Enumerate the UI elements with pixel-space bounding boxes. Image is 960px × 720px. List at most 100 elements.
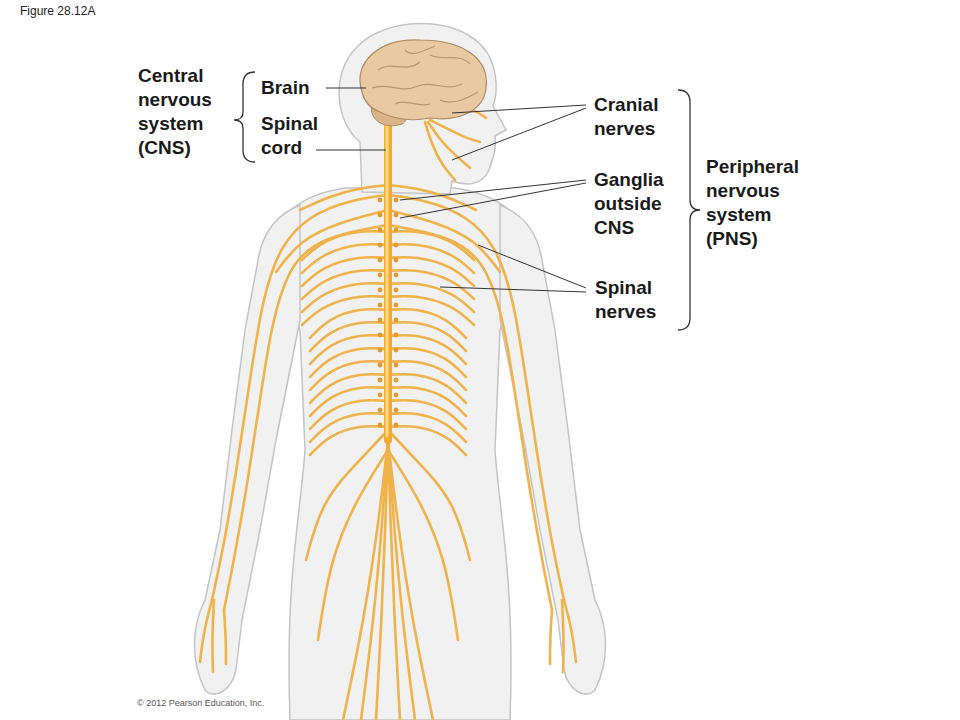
- brain-illustration: [360, 40, 486, 126]
- ganglion: [394, 213, 399, 218]
- spinal-cord: [384, 118, 392, 440]
- part-label: Cranial nerves: [594, 93, 684, 141]
- spinal-nerves-leader: [440, 287, 586, 292]
- ganglion: [394, 363, 399, 368]
- part-label-holder: Brain: [261, 76, 323, 100]
- nerve-fiber: [318, 450, 388, 640]
- nerve-fiber: [388, 426, 466, 455]
- ganglion: [378, 348, 383, 353]
- ganglion: [378, 198, 383, 203]
- nerve-fiber: [562, 600, 564, 672]
- head-outline: [339, 23, 506, 194]
- nerve-fiber: [302, 257, 388, 286]
- ganglion: [378, 423, 383, 428]
- ganglion: [378, 333, 383, 338]
- ganglion: [394, 273, 399, 278]
- ganglion: [378, 243, 383, 248]
- ganglion: [394, 228, 399, 233]
- ganglion: [394, 348, 399, 353]
- nerve-fiber: [343, 440, 388, 720]
- nerve-fiber: [388, 270, 474, 299]
- part-label-holder: Spinal nerves: [595, 276, 675, 324]
- system-label-holder: Central nervous system (CNS): [138, 64, 233, 160]
- nerve-fiber: [276, 210, 388, 272]
- ganglion: [394, 303, 399, 308]
- copyright-note: © 2012 Pearson Education, Inc.: [137, 697, 387, 709]
- ganglion: [378, 288, 383, 293]
- part-label: Ganglia outside CNS: [594, 168, 686, 240]
- right-arm-outline: [500, 205, 606, 694]
- nerve-fiber: [302, 244, 388, 273]
- nerve-fiber: [310, 426, 388, 455]
- nerve-fiber: [212, 600, 214, 672]
- ganglion: [378, 258, 383, 263]
- ganglion: [394, 318, 399, 323]
- system-label: Central nervous system (CNS): [138, 64, 233, 160]
- figure-number-holder: Figure 28.12A: [20, 4, 220, 19]
- nerve-fiber: [430, 120, 480, 142]
- ganglion: [394, 378, 399, 383]
- nerve-fiber: [388, 450, 458, 640]
- nerve-fiber: [361, 440, 388, 720]
- nerve-fiber: [388, 257, 474, 286]
- ganglion: [378, 273, 383, 278]
- ganglion: [378, 393, 383, 398]
- ganglion: [394, 258, 399, 263]
- spinal-cord-highlight: [386, 122, 389, 436]
- nerve-fiber: [376, 440, 388, 720]
- torso-outline: [268, 188, 532, 720]
- nerve-fiber: [224, 610, 226, 664]
- nerve-fiber: [428, 122, 470, 168]
- nerve-fiber: [300, 185, 388, 210]
- copyright-note-holder: © 2012 Pearson Education, Inc.: [137, 697, 387, 709]
- nerve-fiber: [306, 430, 388, 560]
- body-silhouette: [194, 23, 605, 720]
- system-label-holder: Peripheral nervous system (PNS): [706, 155, 818, 251]
- figure-number: Figure 28.12A: [20, 4, 220, 19]
- cranial-leader: [452, 108, 586, 160]
- brain-outline: [360, 40, 486, 120]
- pns-brace: [678, 90, 700, 330]
- part-label: Spinal cord: [261, 112, 331, 160]
- spinal-nerves-leader: [478, 245, 586, 288]
- ganglion: [394, 198, 399, 203]
- nerve-fiber: [388, 210, 500, 272]
- nerve-fiber: [388, 440, 433, 720]
- ganglia-leader: [400, 183, 586, 218]
- spinal-cord-leader: [316, 150, 386, 151]
- part-label-holder: Spinal cord: [261, 112, 331, 160]
- ganglion: [378, 213, 383, 218]
- part-label-holder: Ganglia outside CNS: [594, 168, 686, 240]
- ganglion: [378, 303, 383, 308]
- nerve-fiber: [388, 225, 552, 610]
- leader-lines: [316, 88, 586, 292]
- nerve-fiber: [302, 296, 388, 325]
- ganglion: [394, 333, 399, 338]
- nerve-fiber: [388, 244, 474, 273]
- ganglion: [378, 378, 383, 383]
- grouping-braces: [234, 72, 700, 330]
- ganglion: [394, 288, 399, 293]
- part-label: Brain: [261, 76, 323, 100]
- nerve-fiber: [388, 430, 470, 560]
- nerve-fiber: [388, 296, 474, 325]
- nerve-fiber: [550, 610, 552, 664]
- part-label: Spinal nerves: [595, 276, 675, 324]
- cns-brace: [234, 72, 255, 162]
- nerve-fiber: [425, 122, 455, 180]
- system-label: Peripheral nervous system (PNS): [706, 155, 818, 251]
- cranial-leader: [452, 105, 586, 113]
- ganglion: [378, 408, 383, 413]
- part-label-holder: Cranial nerves: [594, 93, 684, 141]
- ganglion: [394, 423, 399, 428]
- nerve-fiber: [302, 283, 388, 312]
- nerve-fiber: [224, 225, 388, 610]
- ganglion: [394, 243, 399, 248]
- nerve-network: [200, 110, 576, 720]
- ganglion: [394, 408, 399, 413]
- ganglion: [378, 228, 383, 233]
- ganglia-leader: [400, 180, 586, 200]
- nerve-fiber: [564, 600, 576, 662]
